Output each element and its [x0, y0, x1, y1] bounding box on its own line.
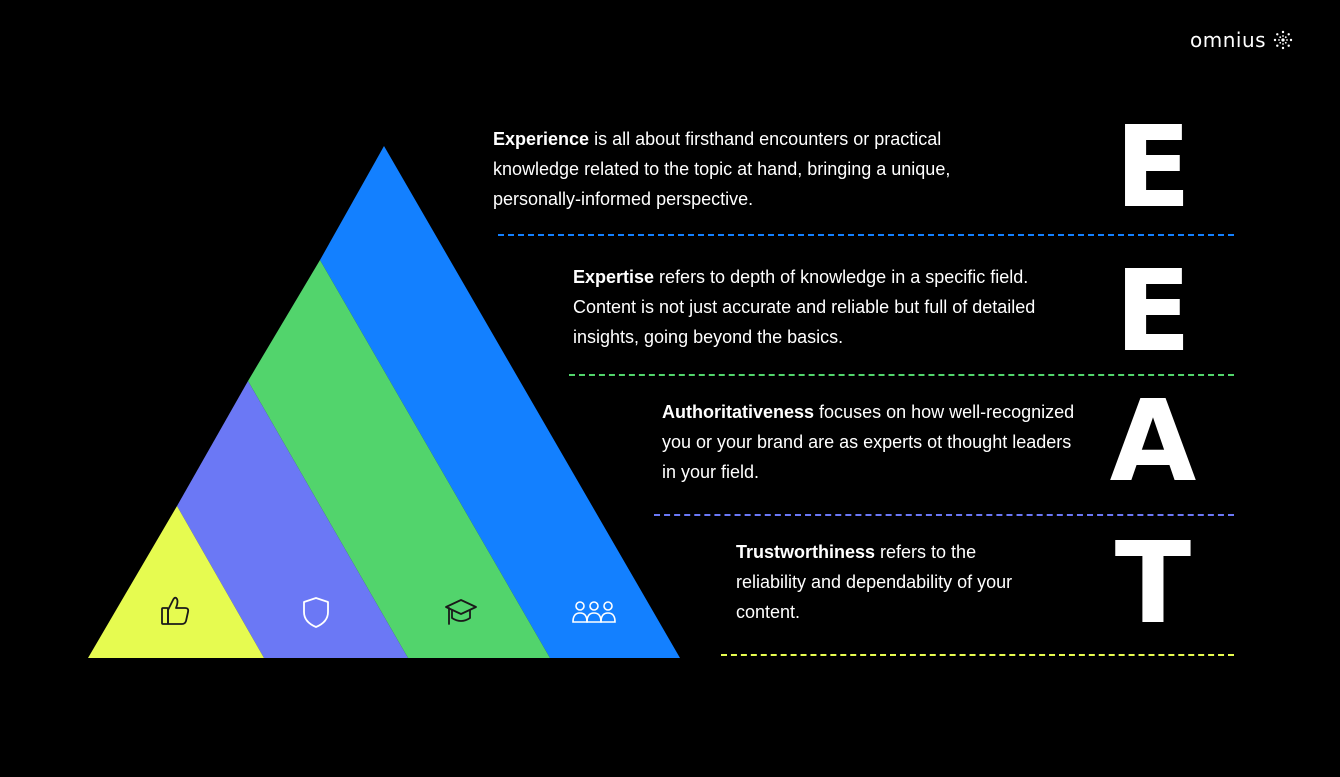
authoritativeness-description: Authoritativeness focuses on how well-re… — [662, 397, 1082, 487]
pyramid-band-experience — [320, 146, 680, 658]
expertise-term: Expertise — [573, 267, 655, 287]
experience-letter: E — [1114, 103, 1192, 233]
pyramid-band-expertise — [248, 260, 550, 658]
logo-text: omnius — [1190, 28, 1267, 52]
trustworthiness-divider — [721, 654, 1234, 656]
sparkle-dots-icon — [1273, 30, 1293, 50]
experience-divider — [498, 234, 1234, 236]
expertise-letter: E — [1114, 247, 1192, 377]
experience-text: is all about firsthand encounters or pra… — [493, 129, 951, 209]
trustworthiness-description: Trustworthiness refers to the reliabilit… — [736, 537, 1021, 627]
trustworthiness-term: Trustworthiness — [736, 542, 876, 562]
shield-icon — [303, 597, 329, 628]
eeat-pyramid — [88, 146, 680, 658]
omnius-logo: omnius — [1190, 28, 1294, 52]
trustworthiness-text: refers to the reliability and dependabil… — [736, 542, 1013, 622]
thumbs-up-icon — [161, 596, 190, 625]
authoritativeness-text: focuses on how well-recognized you or yo… — [662, 402, 1075, 482]
trustworthiness-letter: T — [1114, 519, 1192, 649]
authoritativeness-term: Authoritativeness — [662, 402, 815, 422]
experience-description: Experience is all about firsthand encoun… — [493, 124, 1013, 214]
experience-term: Experience — [493, 129, 590, 149]
expertise-description: Expertise refers to depth of knowledge i… — [573, 262, 1073, 352]
pyramid-band-trustworthiness — [88, 506, 264, 658]
pyramid-band-authoritativeness — [177, 381, 408, 658]
expertise-text: refers to depth of knowledge in a specif… — [573, 267, 1036, 347]
graduation-cap-icon — [445, 599, 477, 625]
authoritativeness-divider — [654, 514, 1234, 516]
authoritativeness-letter: A — [1109, 377, 1197, 507]
expertise-divider — [569, 374, 1234, 376]
people-icon — [572, 601, 616, 623]
